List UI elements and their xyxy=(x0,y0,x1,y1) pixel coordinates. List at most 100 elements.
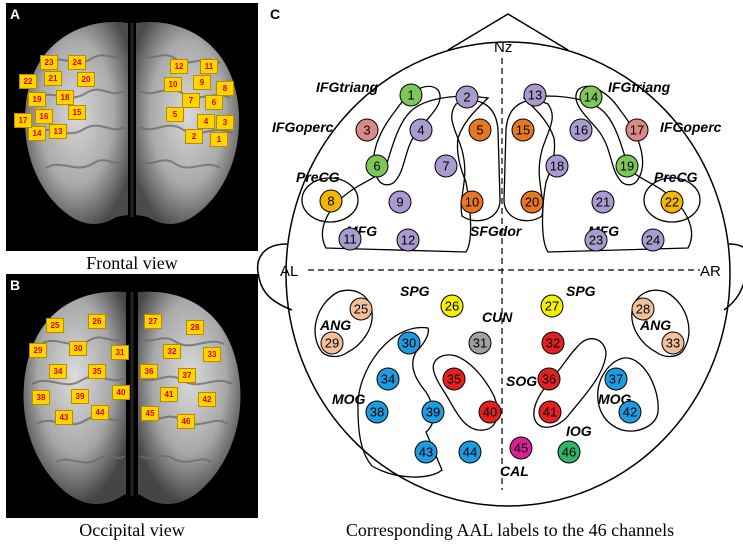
channel-16-dot xyxy=(569,118,593,142)
frontal-channel-marker: 14 xyxy=(28,126,46,141)
channel-28-dot xyxy=(631,297,655,321)
label-mog-right: MOG xyxy=(598,391,632,407)
channel-11-label: 11 xyxy=(343,232,357,247)
region-left-precg-outline xyxy=(301,177,359,223)
frontal-channel-marker: 20 xyxy=(77,72,95,87)
channel-29-label: 29 xyxy=(325,336,339,351)
channel-20-dot xyxy=(520,190,544,214)
channel-19-dot xyxy=(615,154,639,178)
channel-19-label: 19 xyxy=(620,159,634,174)
channel-21-dot xyxy=(591,190,615,214)
channel-12-label: 12 xyxy=(401,233,415,248)
channel-21-label: 21 xyxy=(596,195,610,210)
channel-5-label: 5 xyxy=(476,123,483,138)
channel-16-label: 16 xyxy=(574,123,588,138)
frontal-channel-marker: 16 xyxy=(35,109,53,124)
channel-12-dot xyxy=(396,228,420,252)
region-right-mog-outline xyxy=(597,357,659,432)
occipital-channel-marker: 32 xyxy=(163,344,181,359)
occipital-channel-marker: 34 xyxy=(49,364,67,379)
occipital-channel-marker: 28 xyxy=(186,320,204,335)
channel-8-dot xyxy=(319,189,343,213)
channel-14-dot xyxy=(579,85,603,109)
channel-18-label: 18 xyxy=(550,159,564,174)
channel-34-label: 34 xyxy=(381,372,395,387)
channel-35-dot xyxy=(442,367,466,391)
channel-22-label: 22 xyxy=(665,195,679,210)
frontal-channel-marker: 9 xyxy=(193,75,211,90)
channel-31-label: 31 xyxy=(473,336,487,351)
frontal-channel-marker: 12 xyxy=(170,59,188,74)
channel-28-label: 28 xyxy=(636,302,650,317)
label-ang-left: ANG xyxy=(319,317,351,333)
channel-27-dot xyxy=(540,294,564,318)
occipital-channel-marker: 43 xyxy=(55,410,73,425)
label-mog-left: MOG xyxy=(332,391,366,407)
occipital-channel-marker: 36 xyxy=(140,364,158,379)
frontal-channel-marker: 1 xyxy=(210,132,228,147)
label-spg-left: SPG xyxy=(400,283,430,299)
occipital-channel-marker: 40 xyxy=(112,385,130,400)
channel-13-dot xyxy=(523,83,547,107)
label-ang-right: ANG xyxy=(639,317,671,333)
frontal-channel-marker: 17 xyxy=(14,113,32,128)
channel-36-dot xyxy=(537,367,561,391)
right-ear-label: AR xyxy=(700,263,721,280)
channel-6-dot xyxy=(365,154,389,178)
label-precg-right: PreCG xyxy=(654,169,698,185)
channel-22-dot xyxy=(660,190,684,214)
label-precg-left: PreCG xyxy=(296,169,340,185)
occipital-channel-marker: 33 xyxy=(203,347,221,362)
occipital-channel-marker: 45 xyxy=(141,406,159,421)
channel-20-label: 20 xyxy=(525,195,539,210)
region-left-sog-outline xyxy=(432,354,499,431)
channel-17-label: 17 xyxy=(630,123,644,138)
channel-46-label: 46 xyxy=(562,445,576,460)
region-left-ang-outline xyxy=(314,289,373,358)
label-sog: SOG xyxy=(506,373,537,389)
channel-38-dot xyxy=(365,400,389,424)
channel-44-dot xyxy=(458,440,482,464)
frontal-channel-marker: 23 xyxy=(40,55,58,70)
channel-37-dot xyxy=(604,367,628,391)
frontal-channel-marker: 21 xyxy=(44,71,62,86)
channel-40-dot xyxy=(478,400,502,424)
channel-30-dot xyxy=(397,331,421,355)
occipital-channel-marker: 27 xyxy=(144,314,162,329)
panel-b-letter: B xyxy=(10,277,21,293)
channel-42-dot xyxy=(618,400,642,424)
channel-32-label: 32 xyxy=(546,336,560,351)
channel-31-dot xyxy=(468,331,492,355)
frontal-channel-marker: 5 xyxy=(166,107,184,122)
label-mfg-right: MFG xyxy=(588,223,619,239)
frontal-channel-marker: 19 xyxy=(28,92,46,107)
head-outline xyxy=(285,41,731,507)
channel-43-dot xyxy=(414,440,438,464)
region-right-sfgdor-outline xyxy=(503,99,553,222)
channel-6-label: 6 xyxy=(373,159,380,174)
channel-36-label: 36 xyxy=(542,372,556,387)
channel-4-dot xyxy=(409,118,433,142)
channel-15-dot xyxy=(511,118,535,142)
occipital-channel-marker: 44 xyxy=(91,405,109,420)
region-left-sfgdor-outline xyxy=(451,99,501,222)
frontal-channel-marker: 6 xyxy=(205,95,223,110)
occipital-channel-marker: 29 xyxy=(29,343,47,358)
label-cun: CUN xyxy=(482,309,513,325)
channel-39-label: 39 xyxy=(426,405,440,420)
channel-33-dot xyxy=(661,331,685,355)
channel-30-label: 30 xyxy=(402,336,416,351)
region-left-mog-outline xyxy=(357,326,443,478)
channel-26-label: 26 xyxy=(445,299,459,314)
channel-23-label: 23 xyxy=(589,233,603,248)
label-spg-right: SPG xyxy=(566,283,596,299)
label-mfg-left: MFG xyxy=(346,223,377,239)
frontal-channel-marker: 15 xyxy=(68,105,86,120)
channel-4-label: 4 xyxy=(417,123,424,138)
channel-43-label: 43 xyxy=(419,445,433,460)
frontal-channel-marker: 2 xyxy=(185,129,203,144)
frontal-channel-marker: 18 xyxy=(56,90,74,105)
channel-27-label: 27 xyxy=(545,299,559,314)
channel-3-label: 3 xyxy=(363,123,370,138)
region-right-precg-outline xyxy=(643,177,701,223)
